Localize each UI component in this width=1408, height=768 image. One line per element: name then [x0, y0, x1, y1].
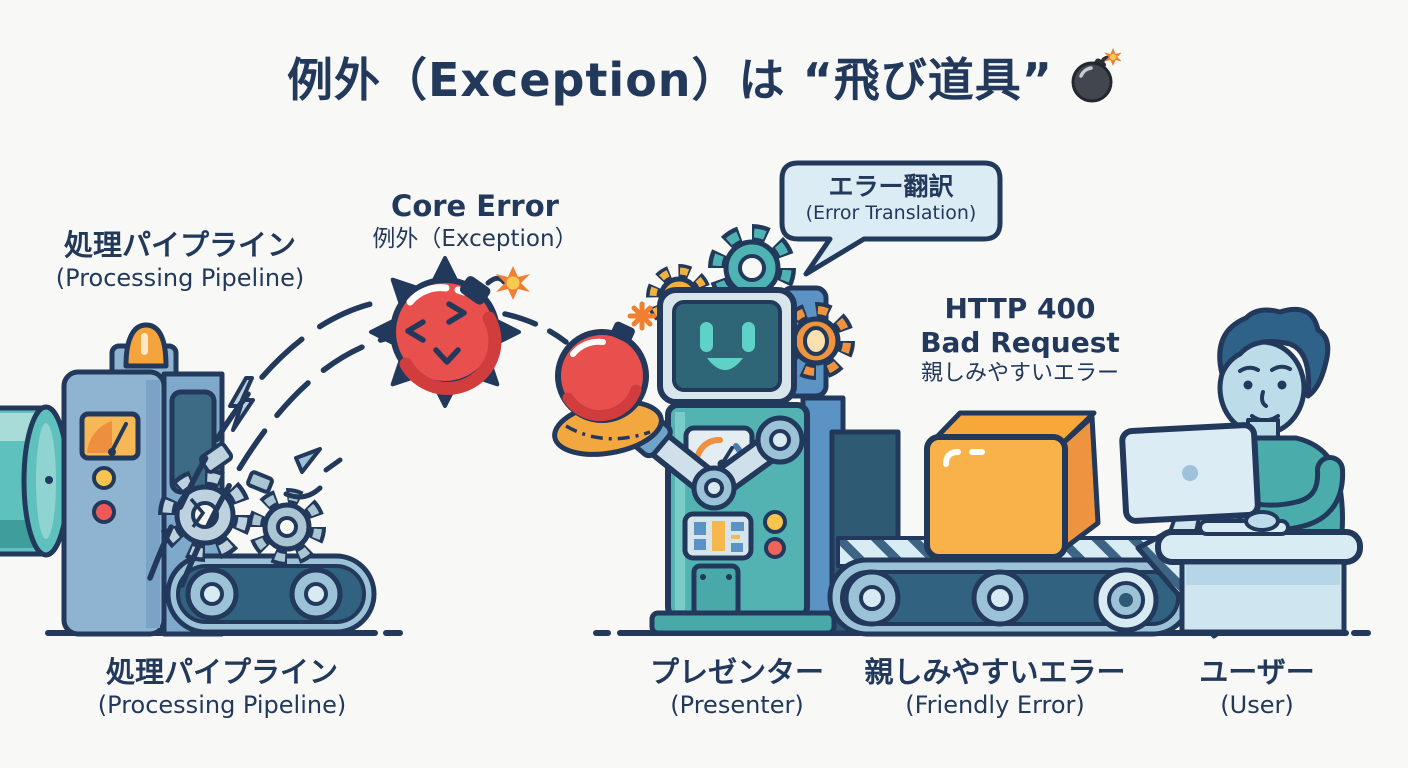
pipeline-bottom-ja: 処理パイプライン	[105, 655, 338, 689]
machine-gauge-icon	[79, 411, 141, 461]
pipeline-bottom-label: 処理パイプライン (Processing Pipeline)	[52, 655, 392, 721]
friendly-error-ja: 親しみやすいエラー	[864, 655, 1126, 689]
speech-bubble	[779, 160, 1003, 277]
presenter-en: (Presenter)	[670, 690, 804, 719]
core-error-en: Core Error	[391, 189, 559, 223]
fuse-spark-icon	[496, 266, 530, 300]
desk-top	[1155, 529, 1363, 565]
siren-highlight	[141, 333, 148, 355]
bomb-fuse	[459, 276, 491, 305]
machine-button-red	[92, 500, 116, 524]
broken-gear-icon	[248, 488, 326, 566]
broken-gears	[158, 376, 343, 566]
http-error-label: HTTP 400 Bad Request 親しみやすいエラー	[890, 292, 1150, 389]
http-code: HTTP 400	[944, 292, 1096, 325]
pipeline-bottom-en: (Processing Pipeline)	[97, 690, 347, 719]
robot-face	[700, 322, 755, 370]
user-en: (User)	[1220, 690, 1294, 719]
impact-marks	[283, 457, 343, 500]
exception-bomb-icon	[369, 256, 530, 408]
core-error-ja: 例外（Exception）	[372, 225, 578, 252]
intake-pipe-icon	[0, 404, 71, 558]
pipeline-top-label: 処理パイプライン (Processing Pipeline)	[10, 228, 350, 294]
robot-face-screen	[672, 300, 782, 392]
desk-body-band	[1186, 565, 1340, 585]
machine-tower-shade	[146, 380, 160, 628]
robot-button-red	[764, 537, 786, 559]
user-label: ユーザー (User)	[1142, 655, 1372, 721]
gear-debris	[198, 442, 322, 494]
person-hand	[1244, 510, 1280, 532]
speech-bubble-label: エラー翻訳 (Error Translation)	[782, 172, 1000, 225]
http-ja: 親しみやすいエラー	[920, 361, 1119, 387]
pipeline-top-ja: 処理パイプライン	[63, 228, 296, 262]
glove-stitch	[565, 424, 651, 441]
friendly-error-box-icon	[924, 410, 1101, 560]
caught-bomb-icon	[555, 301, 657, 423]
processing-pipeline-machine	[0, 322, 377, 637]
page-title-text: 例外（Exception）は “飛び道具”	[286, 53, 1054, 107]
spark-asterisk-icon	[627, 301, 657, 331]
left-conveyor	[165, 553, 377, 635]
speech-bubble-en: (Error Translation)	[805, 202, 977, 224]
bomb-code-marks	[405, 301, 467, 365]
friendly-error-label: 親しみやすいエラー (Friendly Error)	[852, 655, 1138, 721]
monitor-icon	[1119, 422, 1261, 524]
impact-shard	[294, 447, 322, 474]
friendly-error-en: (Friendly Error)	[905, 690, 1085, 719]
machine-button-yellow	[92, 466, 116, 490]
robot-control-panel	[682, 511, 754, 561]
robot-body-highlight	[675, 412, 685, 610]
bomb-emoji-icon	[1071, 48, 1123, 103]
trajectory-arcs	[147, 297, 569, 588]
core-error-label: Core Error 例外（Exception）	[352, 189, 598, 253]
pipeline-top-en: (Processing Pipeline)	[55, 263, 305, 292]
robot-foot-plate	[691, 563, 741, 619]
robot-base	[649, 610, 837, 636]
person-hair	[1217, 306, 1331, 399]
presenter-ja: プレゼンター	[649, 655, 824, 689]
page-title: 例外（Exception）は “飛び道具”	[0, 44, 1408, 110]
user-ja: ユーザー	[1199, 655, 1315, 689]
http-reason: Bad Request	[920, 325, 1120, 359]
presenter-label: プレゼンター (Presenter)	[607, 655, 867, 721]
robot-button-yellow	[763, 510, 787, 534]
speech-bubble-ja: エラー翻訳	[828, 172, 954, 201]
